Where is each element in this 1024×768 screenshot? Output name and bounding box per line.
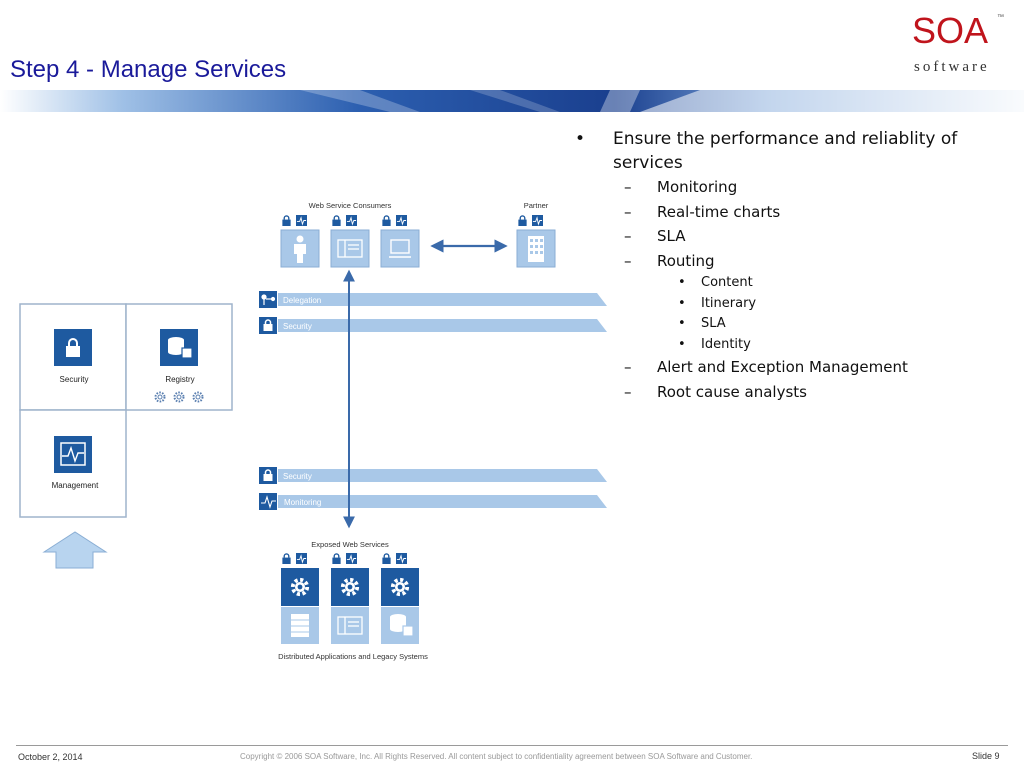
exposed-label: Exposed Web Services [311,540,389,549]
lock-icon [381,215,392,226]
lock-icon [381,553,392,564]
slide-title: Step 4 - Manage Services [10,56,287,83]
logo-subtitle: software [914,59,990,75]
delegation-bar: Delegation [259,291,607,308]
application-window-icon [337,239,363,258]
gear-icons [154,391,204,403]
list-item: –Root cause analysts [624,382,807,401]
security-panel-label: Security [60,375,89,384]
exposed-service-2 [331,553,369,644]
pulse-icon [396,215,407,226]
pulse-icon [296,553,307,564]
logo-trademark: ™ [997,14,1004,21]
monitoring-bar: Monitoring [259,493,607,510]
lock-icon [517,215,528,226]
up-arrow [42,531,108,569]
sub-list-item: •Identity [678,336,751,352]
sub-list-item: •Itinerary [678,295,757,311]
delegation-icon [261,294,276,305]
bullet-list: •Ensure the performance and reliablity o… [575,127,1015,404]
pulse-icon [346,553,357,564]
header-banner [0,90,1024,112]
security-label-bottom: Security [283,472,312,481]
building-icon [528,236,544,262]
lock-icon [331,215,342,226]
lock-icon [281,215,292,226]
slide-number: Slide 9 [972,751,1000,761]
consumer-app [330,215,370,268]
main-bullet: •Ensure the performance and reliablity o… [575,129,958,173]
soa-logo: SOA [912,10,989,51]
list-item: –Real-time charts [624,202,781,221]
management-panel: Security Registry Management [19,303,233,518]
pulse-icon [346,215,357,226]
consumers-label: Web Service Consumers [309,201,392,210]
security-bar-top: Security [259,317,607,334]
pulse-icon [396,553,407,564]
computer-icon [389,239,411,258]
application-window-icon [337,616,363,635]
list-item: –Routing [624,251,715,270]
database-icon [390,614,414,637]
management-panel-label: Management [52,481,99,490]
pulse-icon [296,215,307,226]
delegation-label: Delegation [283,296,321,305]
list-item: –SLA [624,227,686,245]
registry-panel-label: Registry [165,375,194,384]
consumer-desktop [380,215,420,268]
exposed-service-1 [281,553,319,644]
security-label-top: Security [283,322,312,331]
partner-building [516,215,556,268]
exposed-service-3 [381,553,419,644]
bullet-marker: • [575,129,586,149]
security-bar-bottom: Security [259,467,607,484]
monitoring-label: Monitoring [284,498,321,507]
list-item: –Alert and Exception Management [624,358,908,376]
consumer-user [280,215,320,268]
lock-icon [281,553,292,564]
architecture-diagram: Web Service Consumers Partner [19,201,607,661]
sub-list-item: •SLA [678,316,726,331]
pulse-icon [532,215,543,226]
footer-divider [16,745,1008,746]
lock-icon [331,553,342,564]
footer-copyright: Copyright © 2006 SOA Software, Inc. All … [240,752,753,761]
footer-date: October 2, 2014 [18,752,83,762]
sub-list-item: •Content [678,275,753,290]
user-icon [294,235,306,263]
pulse-icon [261,495,276,509]
legacy-label: Distributed Applications and Legacy Syst… [278,652,428,661]
list-item: –Monitoring [624,178,738,196]
partner-label: Partner [524,201,549,210]
